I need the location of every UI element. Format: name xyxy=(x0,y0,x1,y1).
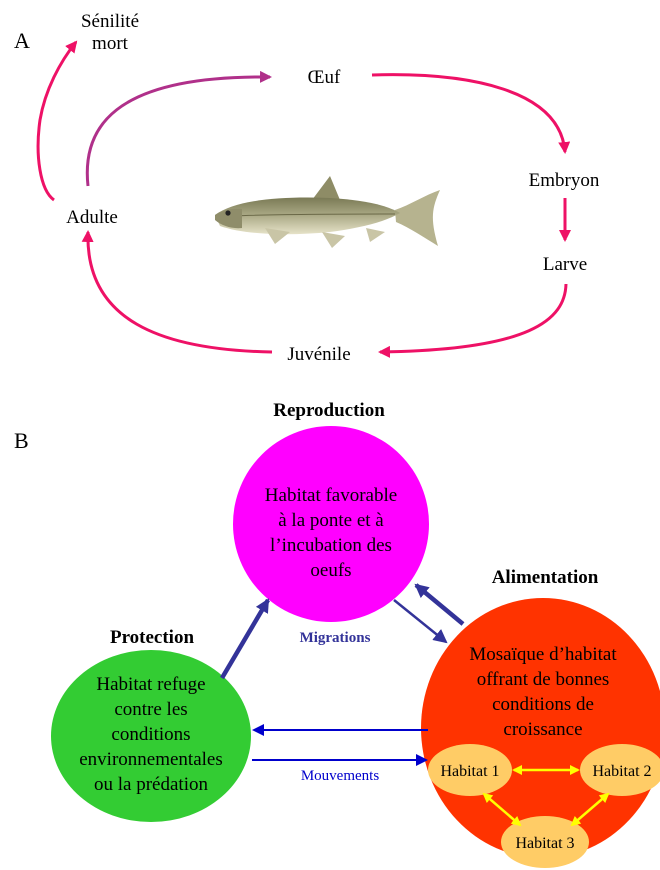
stage-adult: Adulte xyxy=(66,207,118,228)
arrow-adult-to-egg xyxy=(87,77,270,186)
reproduction-line-2: à la ponte et à xyxy=(278,510,384,531)
migrations-label: Migrations xyxy=(300,630,371,646)
alimentation-line-4: croissance xyxy=(503,719,582,740)
alimentation-line-2: offrant de bonnes xyxy=(477,669,610,690)
stage-senility: Sénilité xyxy=(81,11,139,32)
habitat-3-label: Habitat 3 xyxy=(515,835,574,852)
arrow-adult-to-senility xyxy=(38,42,76,200)
protection-title: Protection xyxy=(110,627,194,648)
alimentation-line-3: conditions de xyxy=(492,694,594,715)
alimentation-title: Alimentation xyxy=(492,567,599,588)
reproduction-title: Reproduction xyxy=(273,400,385,421)
reproduction-line-3: l’incubation des xyxy=(270,535,392,556)
protection-line-1: Habitat refuge xyxy=(96,674,205,695)
stage-death: mort xyxy=(92,33,129,54)
fish-illustration xyxy=(215,176,440,248)
migration-arrow-alimentation-to-reproduction xyxy=(416,585,463,624)
movements-label: Mouvements xyxy=(301,768,379,784)
protection-line-4: environnementales xyxy=(79,749,223,770)
stage-larva: Larve xyxy=(543,254,587,275)
arrow-larva-to-juvenile xyxy=(380,284,566,352)
protection-line-5: ou la prédation xyxy=(94,774,208,795)
stage-juvenile: Juvénile xyxy=(287,344,350,365)
panel-b-letter: B xyxy=(14,428,29,453)
stage-embryo: Embryon xyxy=(529,170,600,191)
habitat-1-label: Habitat 1 xyxy=(440,763,499,780)
protection-line-2: contre les xyxy=(114,699,187,720)
habitat-2-label: Habitat 2 xyxy=(592,763,651,780)
arrow-juvenile-to-adult xyxy=(88,232,272,352)
migration-arrow-protection-to-reproduction xyxy=(222,600,268,678)
alimentation-line-1: Mosaïque d’habitat xyxy=(469,644,617,665)
reproduction-line-1: Habitat favorable xyxy=(265,485,397,506)
panel-a-letter: A xyxy=(14,28,30,53)
reproduction-line-4: oeufs xyxy=(310,560,351,581)
arrow-egg-to-embryo xyxy=(372,75,565,152)
protection-line-3: conditions xyxy=(111,724,190,745)
stage-egg: Œuf xyxy=(308,67,341,88)
